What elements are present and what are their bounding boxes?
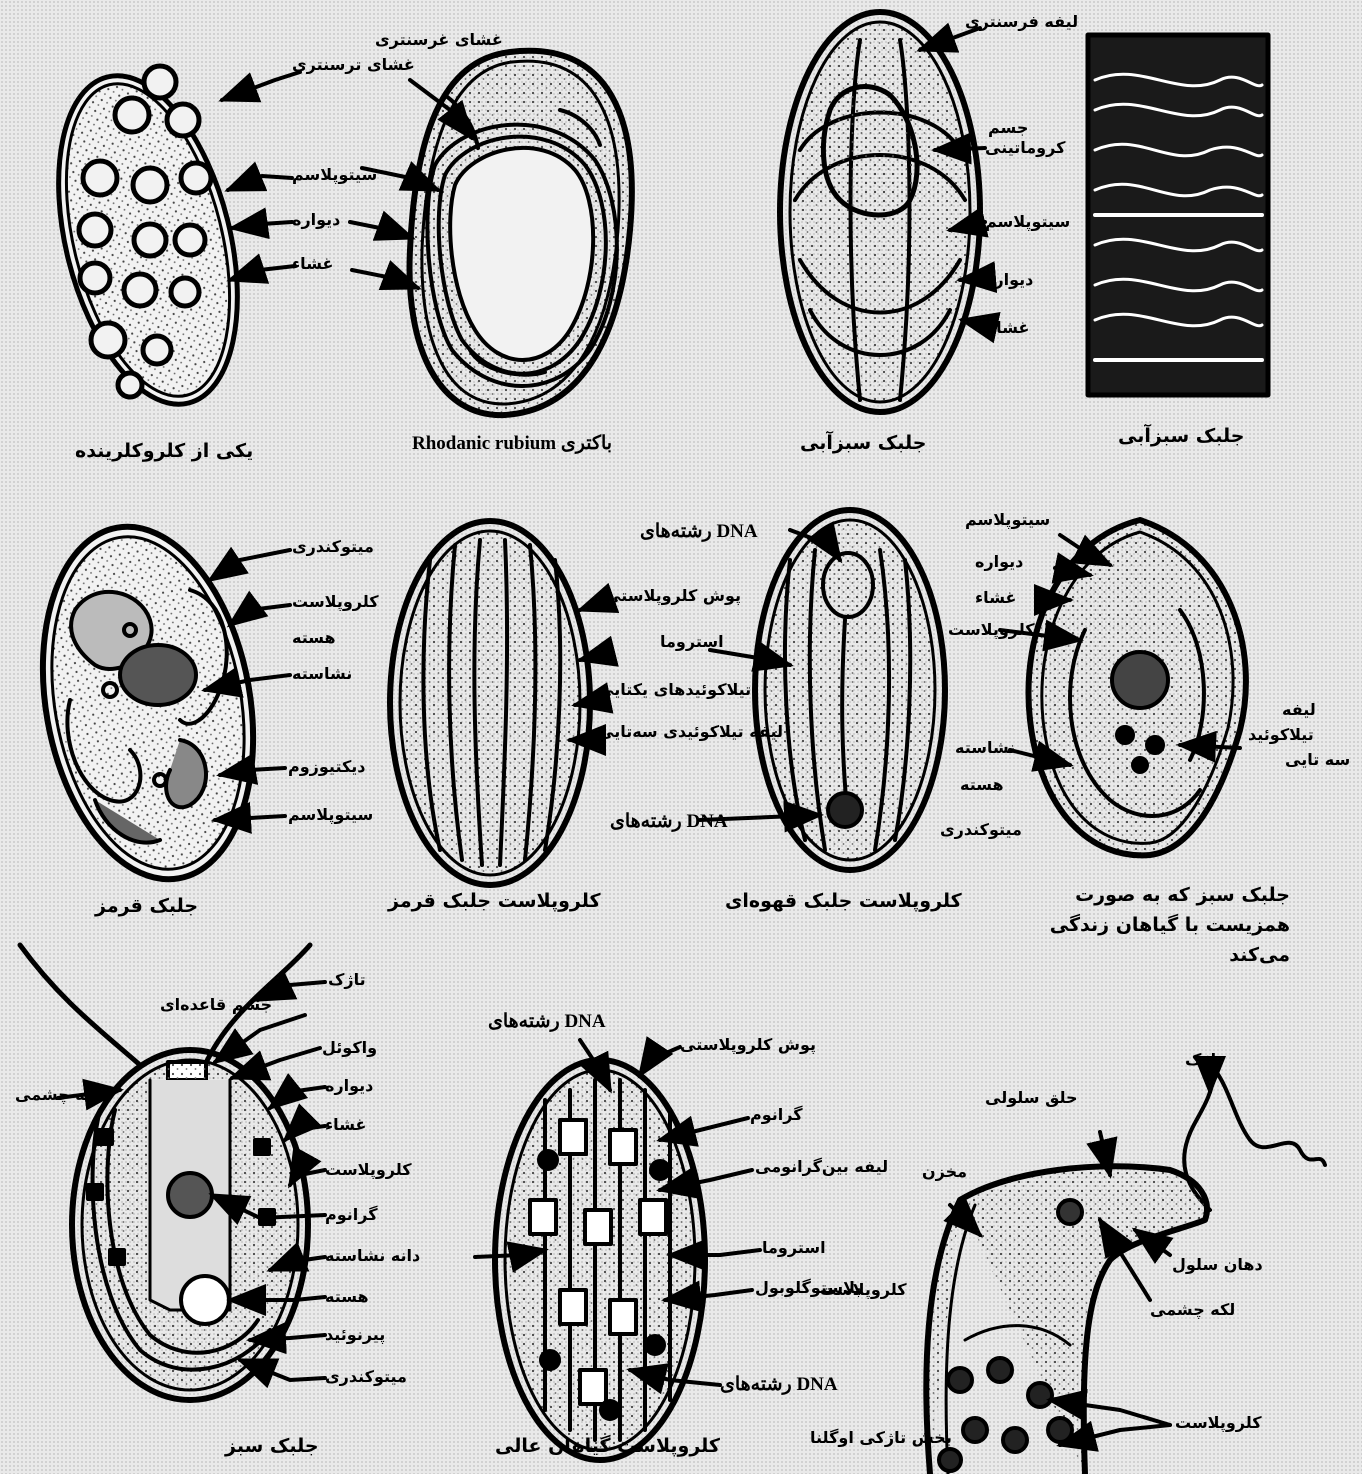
label-p8-chloroplast: کلروپلاست	[948, 620, 1035, 639]
label-p9-basal-body: جسم قاعده‌ای	[160, 995, 272, 1014]
caption-higher-plant-chloroplast: کلروپلاست گیاهان عالی	[495, 1435, 720, 1457]
caption-red-alga-chloroplast: کلروپلاست جلبک قرمز	[388, 890, 601, 912]
label-p9-pyrenoid: پیرنوئید	[325, 1325, 385, 1344]
label-p9-starch-grain: دانه نشاسته	[325, 1246, 420, 1265]
label-p1-membrane2: غشاء	[292, 254, 333, 273]
label-p10-envelope: پوش کلروپلاستی	[680, 1035, 816, 1054]
label-p8-membrane: غشاء	[975, 588, 1016, 607]
caption-green-alga: جلبک سبز	[225, 1435, 319, 1457]
label-p11-flagellum: تاژک	[1185, 1050, 1223, 1069]
caption-symbiotic-green-alga: جلبک سبز که به صورت همزیست با گیاهان زند…	[1000, 880, 1290, 970]
label-p7-dna-top: رشته‌های DNA	[640, 520, 758, 543]
label-p6-envelope: پوش کلروپلاستی	[605, 586, 741, 605]
label-p9-vacuole: واکوئل	[322, 1038, 377, 1057]
label-p10-stroma: استروما	[762, 1238, 826, 1257]
label-p5-starch: نشاسته	[292, 664, 352, 683]
caption-prochloron: یکی از کلروکلرینده	[75, 440, 253, 462]
label-p11-chloroplast: کلروپلاست	[820, 1280, 907, 1299]
label-p6-thylakoid-triple: لیفه تیلاکوئیدی سه‌تایی	[598, 722, 783, 741]
label-p8-thylakoid: تیلاکوئید	[1248, 725, 1314, 744]
label-p10-granum: گرانوم	[750, 1105, 803, 1124]
label-p11-chloroplast2: کلروپلاست	[1175, 1413, 1262, 1432]
caption-rhodobacter: Rhodanic rubium باکتری	[412, 432, 612, 455]
label-p8-wall: دیواره	[975, 552, 1023, 571]
label-p7-dna-bottom: رشته‌های DNA	[610, 810, 728, 833]
label-p10-dna-top: رشته‌های DNA	[488, 1010, 606, 1033]
label-p2-membrane: غشای غرسنتری	[375, 30, 503, 49]
caption-brown-alga-chloroplast: کلروپلاست جلبک قهوه‌ای	[725, 890, 962, 912]
label-p10-dna-bottom: رشته‌های DNA	[720, 1373, 838, 1396]
label-p11-cell-mouth: دهان سلول	[1172, 1255, 1263, 1274]
label-p5-mitochondrion: میتوکندری	[292, 537, 374, 556]
label-p9-membrane: غشاء	[325, 1115, 366, 1134]
cell-section-micrograph	[1088, 35, 1268, 395]
label-p11-reservoir: مخزن	[922, 1162, 967, 1181]
label-p3-wall: دیواره	[985, 270, 1033, 289]
label-p9-granum: گرانوم	[325, 1205, 378, 1224]
label-p6-thylakoid-single: تیلاکوئیدهای یکتایی	[598, 680, 751, 699]
label-p6-stroma: استروما	[660, 632, 724, 651]
label-p9-nucleus: هسته	[325, 1287, 369, 1306]
label-p9-flagellum: تاژک	[328, 970, 366, 989]
cell-cyanobacterium	[780, 12, 980, 412]
label-p3-cytoplasm: سیتوپلاسم	[985, 212, 1070, 231]
label-p1-cytoplasm: سیتوپلاسم	[292, 165, 377, 184]
label-p8-mitochondrion: میتوکندری	[940, 820, 1022, 839]
label-p11-eyespot: لکه چشمی	[1150, 1300, 1235, 1319]
label-p3-body: جسم	[988, 118, 1028, 137]
label-p5-cytoplasm: سیتوپلاسم	[288, 805, 373, 824]
chloroplast-red-alga	[390, 521, 590, 885]
caption-cyanobacterium-section: جلبک سبزآبی	[1118, 425, 1244, 447]
caption-red-alga: جلبک قرمز	[95, 895, 198, 917]
label-p8-lamella: لیفه	[1282, 700, 1316, 719]
caption-cyanobacterium: جلبک سبزآبی	[800, 432, 926, 454]
cell-red-alga	[17, 510, 280, 896]
cell-prochloron	[28, 57, 268, 423]
label-p5-nucleus: هسته	[292, 628, 336, 647]
label-p9-mitochondrion: میتوکندری	[325, 1367, 407, 1386]
label-p1-wall: دیواره	[292, 210, 340, 229]
label-p5-chloroplast: کلروپلاست	[292, 592, 379, 611]
label-p5-dictyosome: دیکتیوزوم	[288, 757, 366, 776]
chloroplast-higher-plant	[495, 1060, 705, 1460]
label-p1-membrane: غشای ترسنتری	[292, 55, 415, 74]
label-p8-starch: نشاسته	[955, 738, 1015, 757]
label-p8-cytoplasm: سیتوپلاسم	[965, 510, 1050, 529]
label-p10-intergranal: لیفه بین‌گرانومی	[755, 1157, 888, 1176]
label-p11-gullet: حلق سلولی	[985, 1088, 1078, 1107]
label-p8-triple: سه تایی	[1285, 750, 1350, 769]
label-p11-flagellar-part: بخش تاژکی اوگلنا	[810, 1428, 952, 1447]
label-p9-wall: دیواره	[325, 1076, 373, 1095]
label-p3-chromatin: کروماتینی	[985, 138, 1065, 157]
label-p3-lamella: لیفه فرسنتری	[965, 12, 1078, 31]
label-p9-chloroplast: کلروپلاست	[325, 1160, 412, 1179]
label-p9-eyespot: لکه چشمی	[15, 1085, 100, 1104]
label-p8-nucleus: هسته	[960, 775, 1004, 794]
label-p3-membrane: غشاء	[988, 318, 1029, 337]
